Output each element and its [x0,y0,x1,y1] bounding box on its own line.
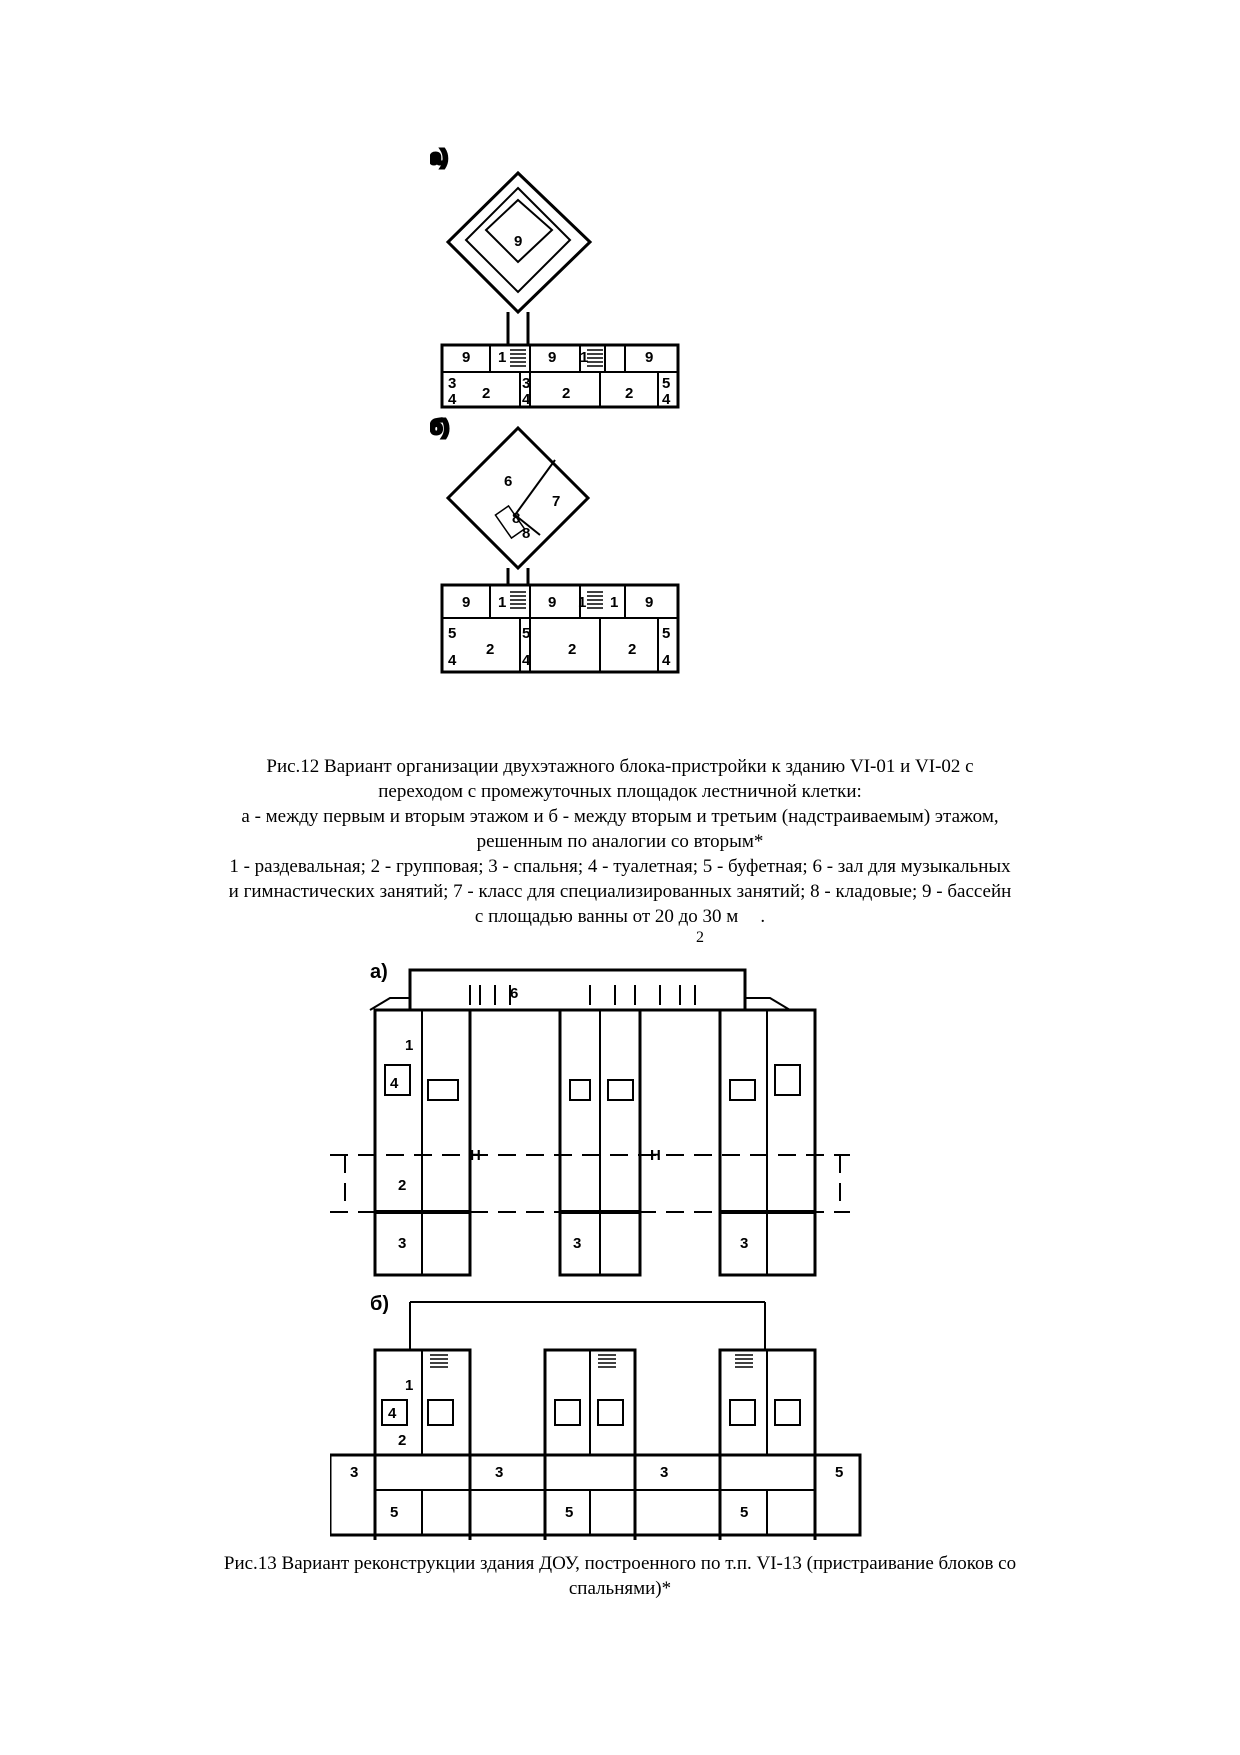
figure-13-drawing: а) [328,961,862,1552]
fig13a-corridor-room: 6 [510,985,518,1002]
fig12b-wing-room: 9 [645,594,653,611]
fig13a-dimension-mark: Н [470,1147,481,1164]
fig13b-annex-room: 5 [565,1504,573,1521]
fig12a-lower-mid: 3 [522,375,530,392]
fig12b-wing-room: 1 [578,594,586,611]
fig12a-lower-left: 2 [482,385,490,402]
figure-12-caption: Рис.12 Вариант организации двухэтажного … [170,754,1070,947]
fig13a-block-label: 3 [740,1235,748,1252]
fig12b-wing-room: 9 [462,594,470,611]
fig13-label-b: б) [370,1293,389,1315]
figure-13: а) [328,950,910,1552]
fig13b-annex-room: 3 [495,1464,503,1481]
fig13b-annex-room: 5 [740,1504,748,1521]
fig13b-block-label: 4 [388,1405,397,1422]
fig12b-wing-room: 1 [498,594,506,611]
caption-line: и гимнастических занятий; 7 - класс для … [228,881,1012,902]
fig13a-dimension-mark: Н [650,1147,661,1164]
caption-line: с площадью ванны от 20 до 30 м. [474,906,766,927]
fig12b-lower-right: 4 [662,652,671,669]
fig12b-lower-mid: 2 [568,641,576,658]
fig12a-lower-right: 4 [662,391,671,408]
fig13b-annex-room: 3 [350,1464,358,1481]
fig12a-lower-mid: 2 [562,385,570,402]
fig12a-wing-room: 9 [645,349,653,366]
fig12b-wing-room: 1 [610,594,618,611]
fig13b-annex-room: 3 [660,1464,668,1481]
fig12a-lower-right: 5 [662,375,670,392]
caption-superscript: 2 [170,929,1070,947]
caption-line: Рис.13 Вариант реконструкции здания ДОУ,… [223,1553,1017,1574]
caption-line: спальнями)* [568,1578,672,1599]
fig12a-lower-right: 2 [625,385,633,402]
fig13b-annex-room: 5 [835,1464,843,1481]
caption-line: решенным по аналогии со вторым* [476,831,764,852]
fig12a-wing-room: 1 [580,349,588,366]
fig12a-lower-left: 4 [448,391,457,408]
fig12b-diamond-room: 7 [552,493,560,510]
fig12b-lower-left: 2 [486,641,494,658]
fig12b-lower-left: 4 [448,652,457,669]
fig12-label-b: б) [430,417,449,439]
fig12b-lower-right: 5 [662,625,670,642]
fig13a-block-label: 4 [390,1075,399,1092]
fig12a-lower-left: 3 [448,375,456,392]
fig13a-block-label: 3 [573,1235,581,1252]
fig13b-block-label: 1 [405,1377,413,1394]
fig13a-block-label: 2 [398,1177,406,1194]
fig12b-diamond-room: 6 [504,473,512,490]
area-unit-superscript: 2 [696,929,704,946]
caption-text: с площадью ванны от 20 до 30 м [474,906,739,927]
fig12b-lower-mid: 5 [522,625,530,642]
fig12b-lower-mid: 4 [522,652,531,669]
fig13b-annex-room: 5 [390,1504,398,1521]
caption-line: 1 - раздевальная; 2 - групповая; 3 - спа… [229,856,1011,877]
fig12b-lower-left: 5 [448,625,456,642]
fig13b-block-label: 2 [398,1432,406,1449]
fig12b-wing-room: 9 [548,594,556,611]
fig13a-block-label: 1 [405,1037,413,1054]
fig12a-lower-mid: 4 [522,391,531,408]
fig13a-block-label: 3 [398,1235,406,1252]
figure-12: а) [429,140,760,750]
fig12b-diamond-room: 8 [512,510,520,527]
fig12a-wing-room: 1 [498,349,506,366]
fig12a-wing-room: 9 [462,349,470,366]
fig13-label-a: а) [370,961,388,983]
fig12a-wing-room: 9 [548,349,556,366]
fig12-label-a: а) [430,147,448,169]
fig12a-diamond-room: 9 [514,233,522,250]
figure-13-caption: Рис.13 Вариант реконструкции здания ДОУ,… [170,1551,1070,1601]
fig12b-diamond-room: 8 [522,525,530,542]
figure-12-drawing: а) [429,146,680,674]
caption-line: а - между первым и вторым этажом и б - м… [241,806,999,827]
fig12b-lower-right: 2 [628,641,636,658]
caption-line: переходом с промежуточных площадок лестн… [378,781,862,802]
caption-line: Рис.12 Вариант организации двухэтажного … [266,756,974,777]
